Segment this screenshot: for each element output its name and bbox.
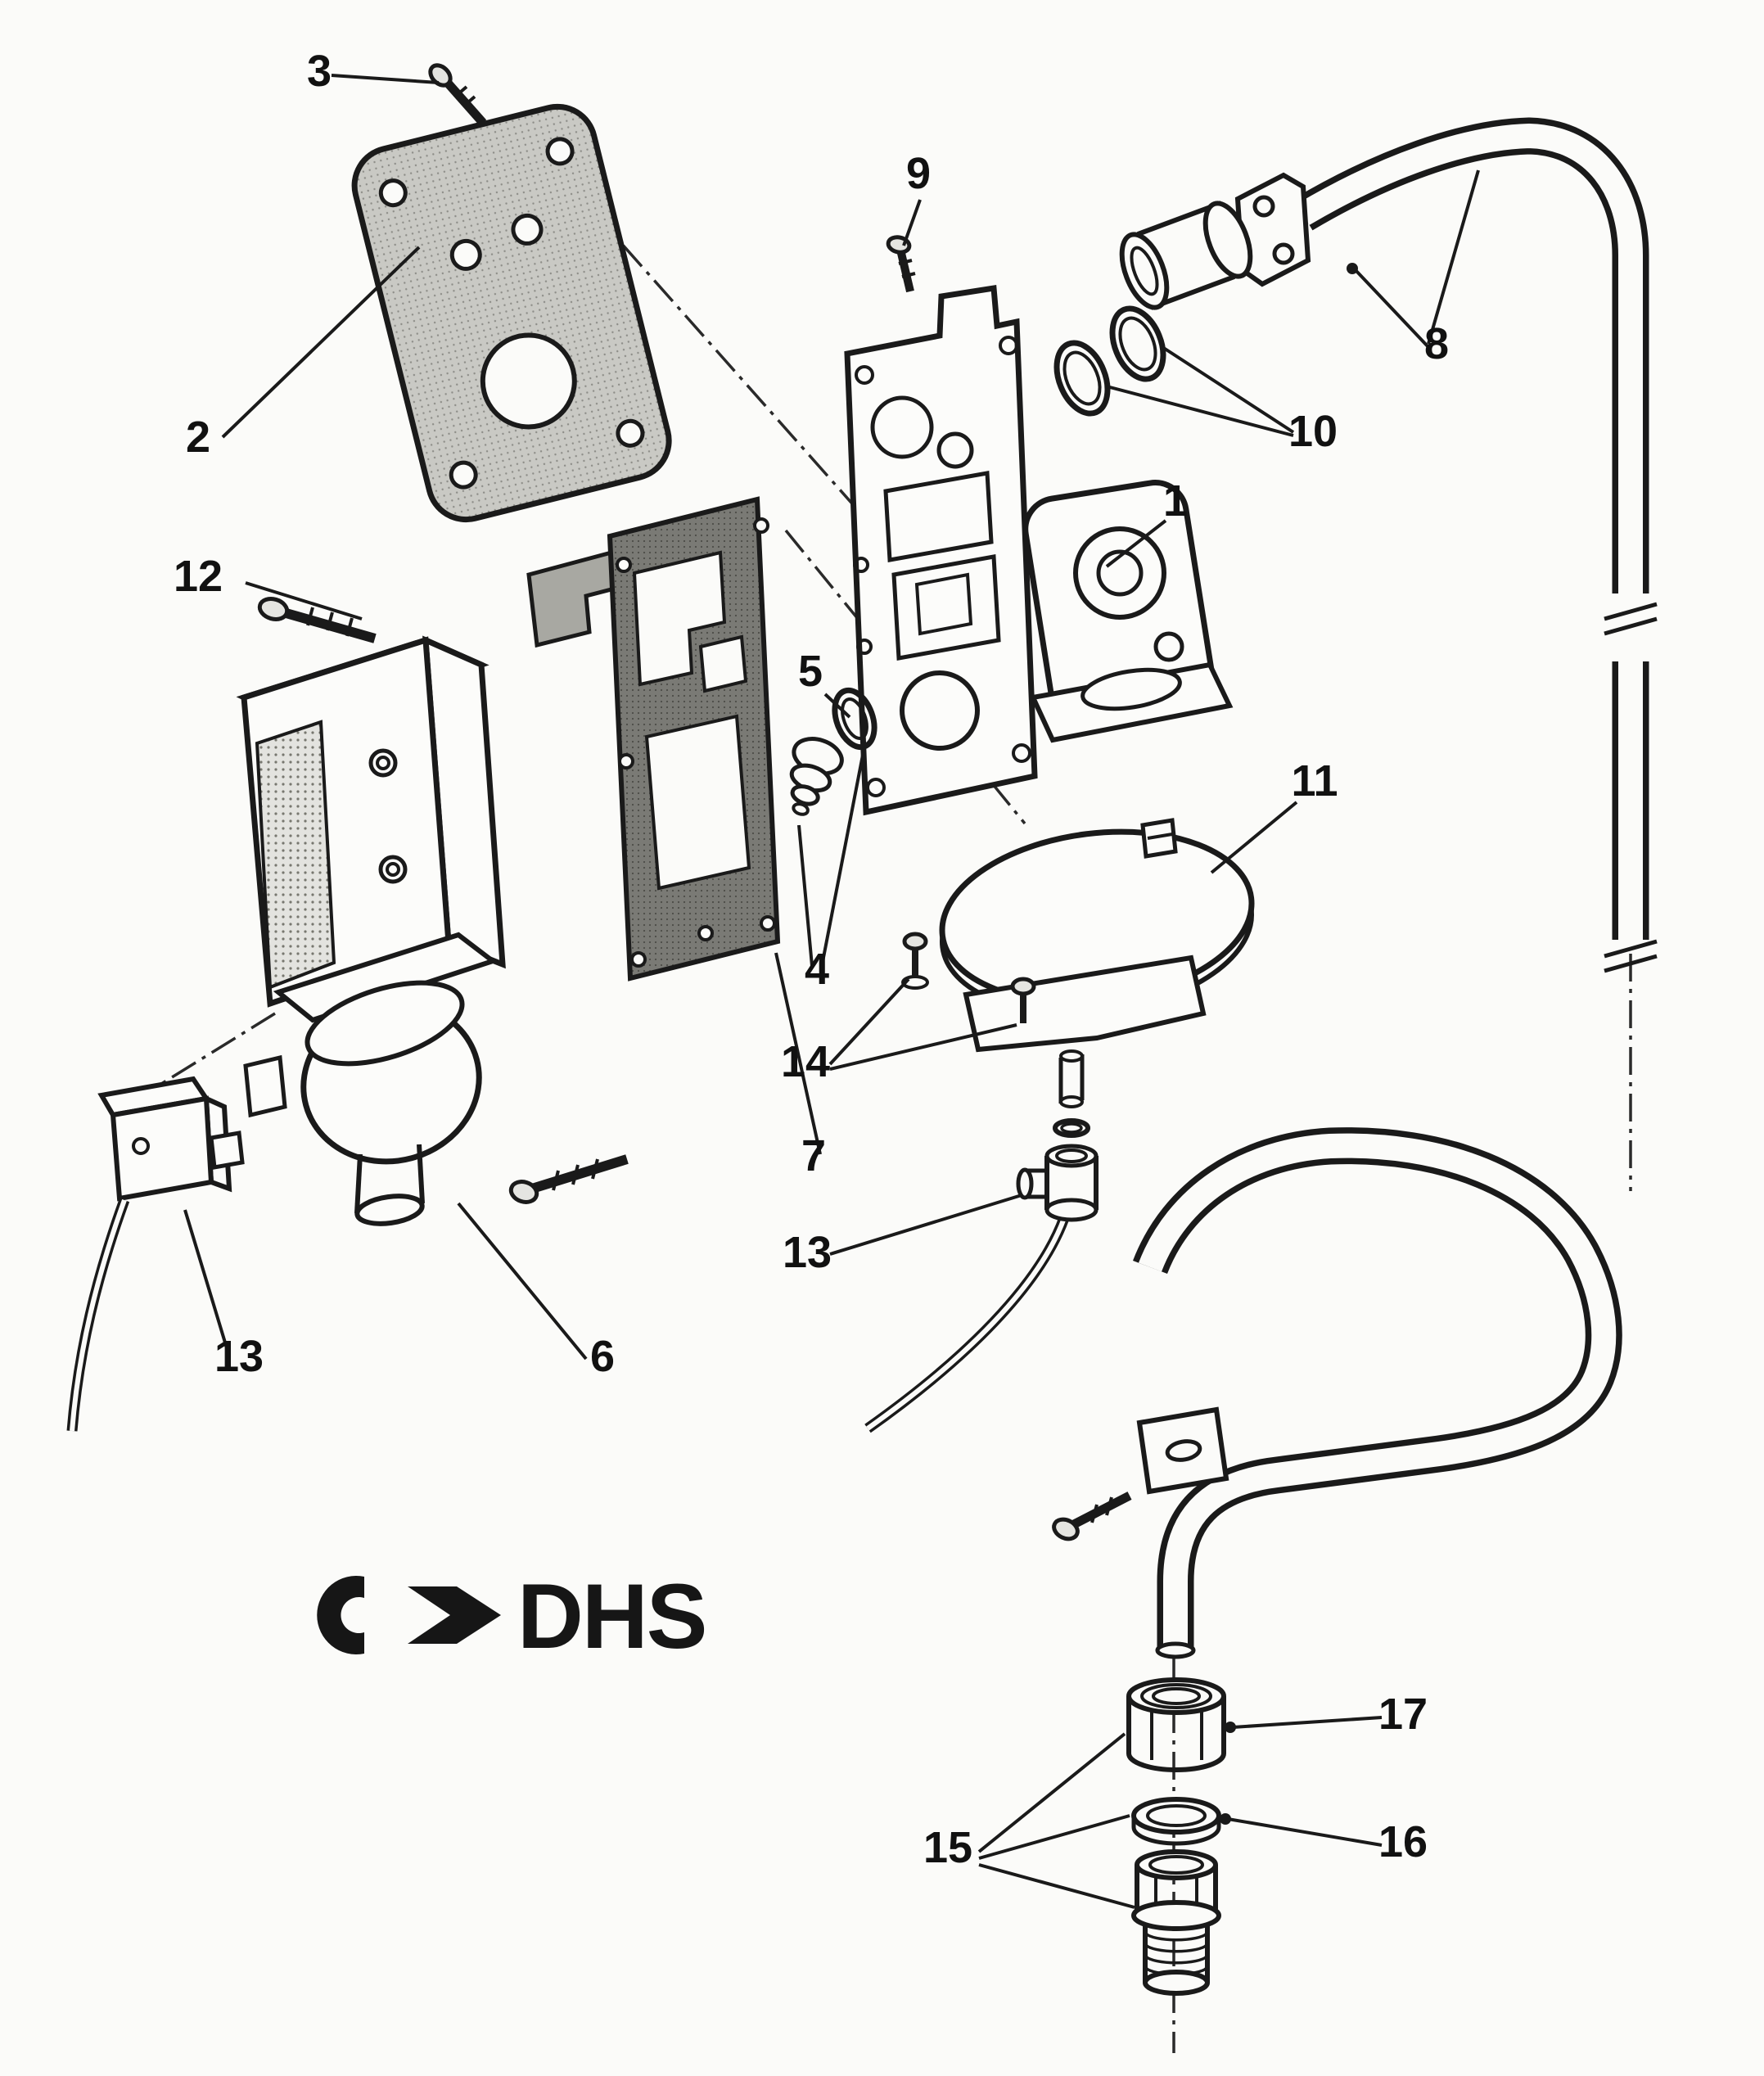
callout-13-right: 13 [783,1228,832,1277]
callout-2: 2 [186,413,210,462]
union-15 [1131,1849,1221,1996]
callout-4: 4 [805,945,829,994]
washer-16 [1131,1797,1221,1846]
dhs-logo-crescent-icon [317,1576,364,1654]
screw-9 [886,235,916,293]
callout-6: 6 [590,1332,615,1381]
bracket-screw [1052,1492,1132,1541]
callout-8: 8 [1424,319,1449,368]
valve-cover-plate [844,284,1038,816]
callout-12: 12 [174,552,223,601]
o-rings-10 [1053,305,1166,417]
bolt-12 [257,597,377,643]
inlet-pipe [1293,117,1658,973]
studs-14 [901,932,1036,1023]
callout-10: 10 [1288,407,1338,456]
elbow-13-right [864,1049,1099,1433]
dhs-logo-arrow-icon [408,1586,501,1644]
callout-7: 7 [801,1131,826,1180]
callout-5: 5 [798,647,823,696]
leader-dots [1220,263,1358,1825]
outlet-pipe [1132,1127,1622,1659]
pump-body-6 [243,980,482,1226]
callout-17: 17 [1378,1690,1428,1739]
callout-13-left: 13 [214,1332,264,1381]
valve-body-1 [1022,480,1234,743]
pipe-bracket [1136,1406,1229,1495]
disc-mounting-plate [963,955,1207,1053]
callout-3: 3 [307,47,332,96]
pipe-break-marks [1604,602,1658,973]
leader-lines [183,74,1480,1909]
callout-1: 1 [1163,476,1188,526]
solenoid-block-6 [236,635,506,1023]
callout-15: 15 [923,1823,972,1872]
callout-16: 16 [1378,1817,1428,1866]
gasket-plate-7 [607,496,781,982]
nut-17 [1126,1677,1226,1772]
pump-bolt [508,1154,629,1204]
callout-9: 9 [906,149,931,198]
gasket-plate-2 [351,103,672,523]
plug-4 [789,737,844,816]
pipe-flange-coupling [1119,172,1311,310]
dhs-logo: DHS [317,1565,707,1668]
o-ring-5 [832,687,877,751]
callout-14: 14 [781,1037,830,1086]
dhs-logo-text: DHS [517,1565,706,1668]
screw-3 [428,63,487,126]
junction-box-13-left [66,1076,245,1432]
callout-11: 11 [1291,756,1338,806]
